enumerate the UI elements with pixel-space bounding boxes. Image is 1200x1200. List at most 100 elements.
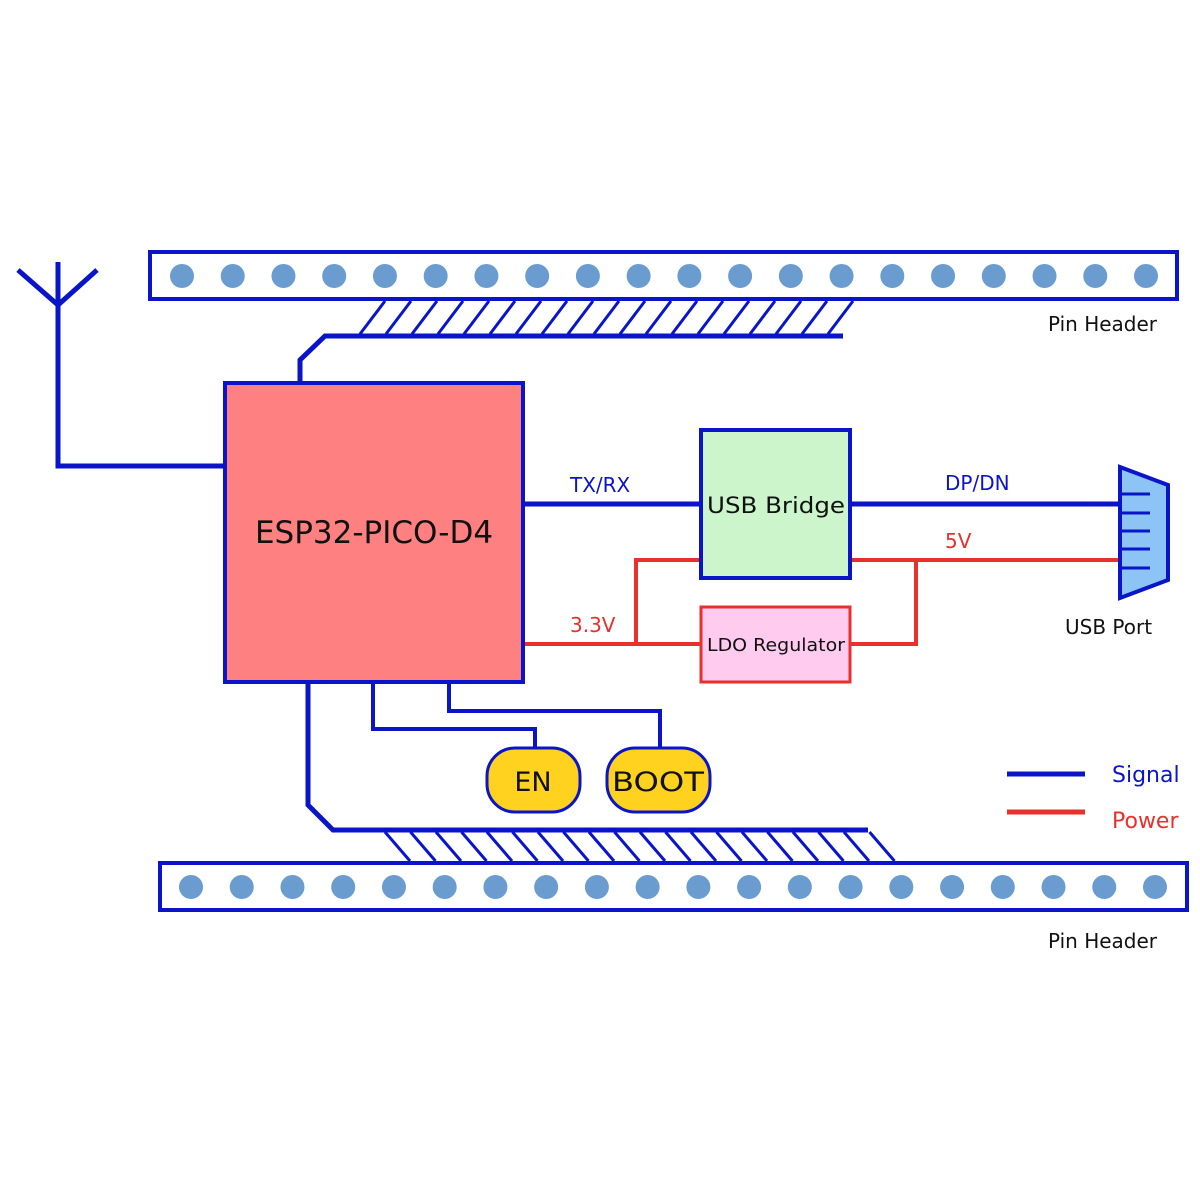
trace-hatch — [409, 831, 437, 862]
pin — [728, 264, 753, 288]
trace-hatch — [613, 831, 641, 862]
top-pin-header — [148, 250, 1179, 301]
pin — [889, 875, 914, 899]
trace-hatch — [540, 300, 569, 335]
pin — [778, 264, 803, 288]
pin — [584, 875, 609, 899]
pin — [280, 875, 305, 899]
pin — [931, 264, 956, 288]
pin — [1041, 875, 1066, 899]
trace-hatch — [748, 300, 777, 335]
pin — [322, 264, 347, 288]
pin — [372, 264, 397, 288]
legend-power-label: Power — [1112, 809, 1179, 834]
trace-hatch — [638, 831, 667, 862]
pin — [331, 875, 356, 899]
pin — [483, 875, 508, 899]
pin — [170, 264, 194, 288]
trace-hatch — [536, 831, 565, 862]
pin — [626, 264, 651, 288]
pin — [829, 264, 854, 288]
usb-bridge-block: USB Bridge — [699, 428, 852, 580]
3v3-label: 3.3V — [570, 613, 616, 637]
trace-hatch — [689, 831, 718, 862]
pin — [229, 875, 254, 899]
usb-port-label: USB Port — [1065, 615, 1152, 639]
trace-hatch — [715, 831, 743, 862]
trace-hatch — [618, 300, 647, 335]
trace-hatch — [410, 300, 439, 335]
trace-hatch — [358, 300, 387, 335]
5v-label: 5V — [945, 529, 972, 553]
trace-hatch — [460, 831, 488, 862]
pin — [525, 264, 550, 288]
trace-hatch — [587, 831, 616, 862]
pin — [575, 264, 600, 288]
pin — [677, 264, 702, 288]
trace-hatch — [644, 300, 673, 335]
en-button-label: EN — [514, 767, 551, 798]
pin — [179, 875, 203, 899]
pin — [981, 264, 1006, 288]
trace-hatch — [485, 831, 514, 862]
esp32-chip-label: ESP32-PICO-D4 — [255, 515, 493, 551]
trace-hatch — [817, 831, 845, 862]
pin — [1083, 264, 1108, 288]
dpdn-label: DP/DN — [945, 471, 1010, 495]
pin — [990, 875, 1015, 899]
trace-hatch — [740, 831, 769, 862]
ldo-regulator-label: LDO Regulator — [707, 635, 846, 656]
pin — [1092, 875, 1117, 899]
trace-hatch — [670, 300, 699, 335]
pin — [787, 875, 812, 899]
pin — [1134, 264, 1158, 288]
pin — [423, 264, 448, 288]
txrx-label: TX/RX — [569, 473, 631, 497]
bottom-pin-header — [158, 861, 1189, 912]
trace-hatch — [774, 300, 803, 335]
bottom-bus — [305, 682, 896, 862]
trace-hatch — [842, 831, 871, 862]
pin — [686, 875, 711, 899]
trace-hatch — [383, 831, 412, 862]
pin — [737, 875, 762, 899]
trace-hatch — [664, 831, 692, 862]
trace-hatch — [696, 300, 725, 335]
power-wires — [523, 558, 1120, 646]
top-pin-header-label: Pin Header — [1048, 312, 1158, 336]
legend: Signal Power — [1007, 763, 1180, 834]
pin — [1032, 264, 1057, 288]
signal-wires — [371, 501, 1120, 748]
pin — [534, 875, 559, 899]
pin — [838, 875, 863, 899]
trace-hatch — [514, 300, 543, 335]
antenna-icon — [16, 262, 225, 469]
top-bus — [297, 300, 855, 383]
trace-hatch — [566, 300, 595, 335]
esp32-chip-block: ESP32-PICO-D4 — [223, 381, 525, 684]
trace-hatch — [791, 831, 820, 862]
trace-hatch — [722, 300, 751, 335]
trace-hatch — [826, 300, 855, 335]
trace-hatch — [592, 300, 621, 335]
trace-hatch — [766, 831, 794, 862]
trace-hatch — [436, 300, 465, 335]
pin — [1143, 875, 1167, 899]
trace-hatch — [384, 300, 413, 335]
legend-signal-label: Signal — [1112, 763, 1180, 788]
trace-hatch — [800, 300, 829, 335]
en-button: EN — [485, 746, 582, 814]
pin — [220, 264, 245, 288]
boot-button: BOOT — [605, 746, 712, 814]
trace-hatch — [511, 831, 539, 862]
pin — [271, 264, 296, 288]
trace-hatch — [434, 831, 463, 862]
pin — [474, 264, 499, 288]
ldo-regulator-block: LDO Regulator — [699, 605, 852, 684]
trace-hatch — [562, 831, 590, 862]
trace-hatch — [868, 831, 896, 862]
trace-hatch — [462, 300, 491, 335]
usb-port-icon — [1118, 464, 1170, 601]
